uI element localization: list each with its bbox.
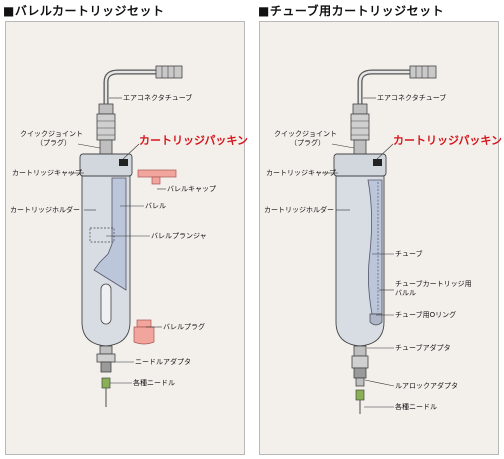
barrel-plug-part bbox=[133, 319, 155, 345]
left-label-cartridge-gasket: カートリッジパッキン bbox=[139, 134, 249, 147]
leader-lines bbox=[68, 97, 166, 384]
right-label-quick-joint-line2: （プラグ） bbox=[290, 139, 325, 147]
barrel bbox=[93, 177, 127, 291]
needle bbox=[101, 377, 111, 407]
right-label-tube-adapter: チューブアダプタ bbox=[395, 344, 451, 352]
left-label-needle: 各種ニードル bbox=[133, 379, 175, 387]
left-label-air-tube: エアコネクタチューブ bbox=[123, 94, 193, 102]
tube-adapter bbox=[351, 345, 369, 369]
quick-joint-plug bbox=[96, 103, 116, 155]
barrel-cartridge-panel: エアコネクタチューブ クイックジョイント （プラグ） カートリッジパッキン カー… bbox=[5, 21, 249, 455]
right-label-tube-valve-line2: バルル bbox=[395, 289, 416, 297]
left-label-barrel: バレル bbox=[145, 202, 166, 210]
right-label-quick-joint-line1: クイックジョイント bbox=[274, 130, 337, 138]
left-label-cartridge-cap: カートリッジキャップ bbox=[12, 169, 82, 177]
needle bbox=[355, 389, 365, 414]
cartridge-gasket bbox=[119, 159, 128, 166]
left-label-cartridge-holder: カートリッジホルダー bbox=[10, 206, 80, 214]
air-connector-tube bbox=[357, 65, 437, 104]
left-label-needle-adapter: ニードルアダプタ bbox=[135, 358, 191, 366]
needle-adapter bbox=[96, 345, 116, 373]
holder-slot bbox=[100, 283, 112, 325]
right-label-cartridge-cap: カートリッジキャップ bbox=[266, 169, 336, 177]
leader-lines bbox=[322, 97, 395, 408]
cartridge-gasket bbox=[373, 159, 382, 166]
left-label-barrel-plug: バレルプラグ bbox=[163, 323, 205, 331]
right-label-cartridge-holder: カートリッジホルダー bbox=[264, 206, 334, 214]
tube-o-ring bbox=[369, 313, 383, 326]
right-label-o-ring: チューブ用Oリング bbox=[395, 311, 457, 319]
barrel-cap-part bbox=[137, 169, 177, 185]
right-label-tube: チューブ bbox=[395, 250, 423, 258]
right-label-luer-lock-adapter: ルアロックアダプタ bbox=[395, 382, 458, 390]
barrel-plunger bbox=[89, 227, 115, 243]
left-label-quick-joint-line1: クイックジョイント bbox=[20, 130, 83, 138]
right-label-needle: 各種ニードル bbox=[395, 403, 437, 411]
tube-cartridge-diagram bbox=[322, 65, 437, 414]
right-label-air-tube: エアコネクタチューブ bbox=[377, 94, 447, 102]
right-label-tube-valve-line1: チューブカートリッジ用 bbox=[395, 280, 472, 288]
left-label-barrel-plunger: バレルプランジャ bbox=[151, 232, 207, 240]
left-label-quick-joint-line2: （プラグ） bbox=[36, 139, 71, 147]
right-label-cartridge-gasket: カートリッジパッキン bbox=[393, 134, 503, 147]
tube-cartridge-panel: エアコネクタチューブ クイックジョイント （プラグ） カートリッジパッキン カー… bbox=[259, 21, 503, 455]
luer-lock-adapter bbox=[353, 367, 367, 387]
right-panel-title: ■チューブ用カートリッジセット bbox=[258, 4, 445, 18]
barrel-cartridge-diagram bbox=[68, 65, 183, 407]
left-panel-title: ■バレルカートリッジセット bbox=[3, 4, 165, 18]
left-label-barrel-cap: バレルキャップ bbox=[167, 185, 216, 193]
quick-joint-plug bbox=[350, 103, 370, 155]
air-connector-tube bbox=[103, 65, 183, 104]
